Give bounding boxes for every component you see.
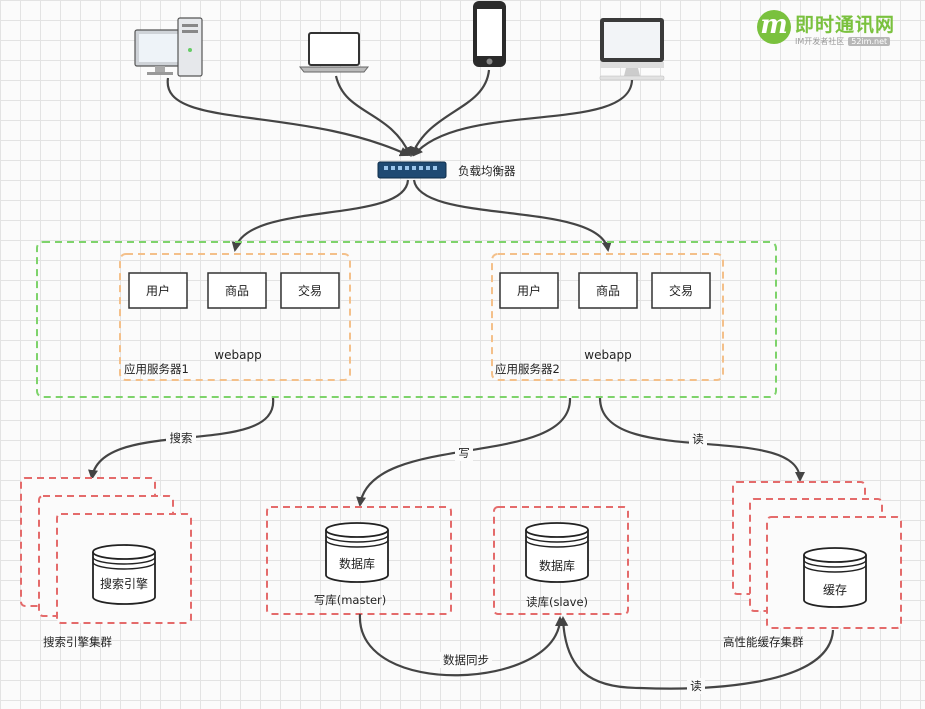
laptop-icon (298, 32, 370, 73)
module-trade-2 (651, 272, 711, 309)
webapp-1-label: webapp (214, 348, 261, 362)
brand-name: 即时通讯网 (795, 14, 896, 36)
app-server-area (36, 241, 777, 398)
edge-read-label: 读 (692, 432, 704, 446)
module-goods-1 (207, 272, 267, 309)
master-db-text: 数据库 (339, 556, 375, 571)
module-goods-2 (578, 272, 638, 309)
brand-logo-mark: m (757, 10, 791, 44)
edge-write-label: 写 (458, 446, 470, 460)
smartphone-icon (473, 1, 506, 67)
module-user-1 (128, 272, 188, 309)
desktop-pc-icon (134, 17, 203, 77)
search-engine-db-label: 搜索引擎 (100, 576, 148, 591)
app-server-2-box (491, 253, 724, 381)
module-user-2-label: 用户 (517, 283, 541, 298)
master-db-label: 写库(master) (314, 593, 387, 607)
module-user-2 (499, 272, 559, 309)
brand-tagline-text: IM开发者社区 (795, 37, 845, 46)
cache-db-text: 缓存 (823, 583, 847, 597)
app-server-1-box (119, 253, 351, 381)
slave-db-label: 读库(slave) (526, 595, 588, 609)
brand-site: 52im.net (848, 37, 891, 46)
search-engine-db-icon (92, 544, 156, 605)
edge-sync-label: 数据同步 (443, 653, 489, 667)
slave-db-text: 数据库 (539, 558, 575, 573)
app-server-1-label: 应用服务器1 (124, 362, 189, 376)
cache-cluster-label: 高性能缓存集群 (723, 635, 804, 649)
load-balancer-label: 负载均衡器 (458, 164, 516, 178)
module-goods-1-label: 商品 (225, 283, 249, 298)
slave-db-icon (525, 522, 589, 583)
search-cluster-label: 搜索引擎集群 (43, 635, 112, 649)
module-trade-1 (280, 272, 340, 309)
edge-search-label: 搜索 (170, 431, 193, 445)
webapp-2-label: webapp (584, 348, 631, 362)
slave-db-box (493, 506, 629, 615)
edge-read2-label: 读 (690, 679, 702, 693)
cache-db-icon (803, 547, 867, 608)
master-db-icon (325, 522, 389, 583)
load-balancer-icon (377, 161, 447, 179)
app-server-2-label: 应用服务器2 (495, 362, 560, 376)
module-user-1-label: 用户 (146, 283, 170, 298)
module-goods-2-label: 商品 (596, 283, 620, 298)
module-trade-2-label: 交易 (669, 283, 693, 298)
imac-icon (599, 18, 665, 81)
module-trade-1-label: 交易 (298, 283, 322, 298)
